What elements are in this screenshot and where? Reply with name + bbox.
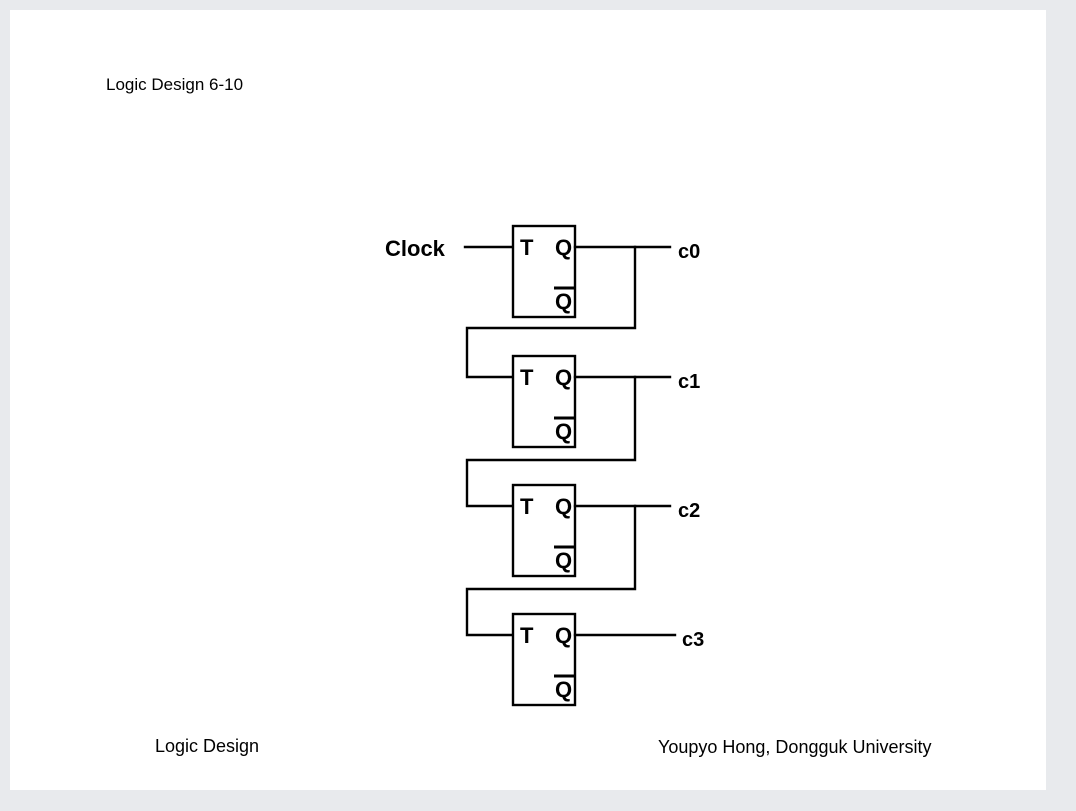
feedback-wire-1-to-2 [465, 375, 637, 508]
flipflop-2-q-label: Q [555, 494, 572, 519]
flipflop-stage-0: T Q Q c0 [463, 224, 700, 379]
feedback-wire-2-to-3 [465, 504, 637, 637]
output-label-c1: c1 [678, 371, 700, 393]
flipflop-1-q-label: Q [555, 365, 572, 390]
flipflop-2-qbar-label: Q [555, 548, 572, 573]
flipflop-1-qbar-label: Q [555, 419, 572, 444]
flipflop-0-t-label: T [520, 235, 534, 260]
flipflop-0-qbar-label: Q [555, 289, 572, 314]
flipflop-2-t-label: T [520, 494, 534, 519]
flipflop-3-qbar-label: Q [555, 677, 572, 702]
flipflop-box-1 [511, 354, 577, 449]
output-label-c0: c0 [678, 241, 700, 263]
page-title: Logic Design 6-10 [106, 75, 244, 94]
flipflop-stage-1: T Q Q c1 [465, 354, 700, 508]
flipflop-box-2 [511, 483, 577, 578]
flipflop-box-3 [511, 612, 577, 707]
clock-label: Clock [385, 236, 446, 261]
flipflop-3-t-label: T [520, 623, 534, 648]
flipflop-stage-2: T Q Q c2 [465, 483, 700, 637]
flipflop-box-0 [511, 224, 577, 319]
flipflop-stage-3: T Q Q c3 [511, 612, 704, 707]
flipflop-0-q-label: Q [555, 235, 572, 260]
footer-right-text: Youpyo Hong, Dongguk University [658, 737, 932, 757]
output-label-c3: c3 [682, 629, 704, 651]
ripple-counter-diagram: T Q Q c0 T Q Q c1 T Q Q [385, 224, 704, 707]
flipflop-3-q-label: Q [555, 623, 572, 648]
footer-left-text: Logic Design [155, 736, 260, 756]
slide-sheet: Logic Design 6-10 T Q Q c0 T Q Q c1 [10, 10, 1046, 790]
flipflop-1-t-label: T [520, 365, 534, 390]
feedback-wire-0-to-1 [465, 245, 637, 379]
output-label-c2: c2 [678, 500, 700, 522]
